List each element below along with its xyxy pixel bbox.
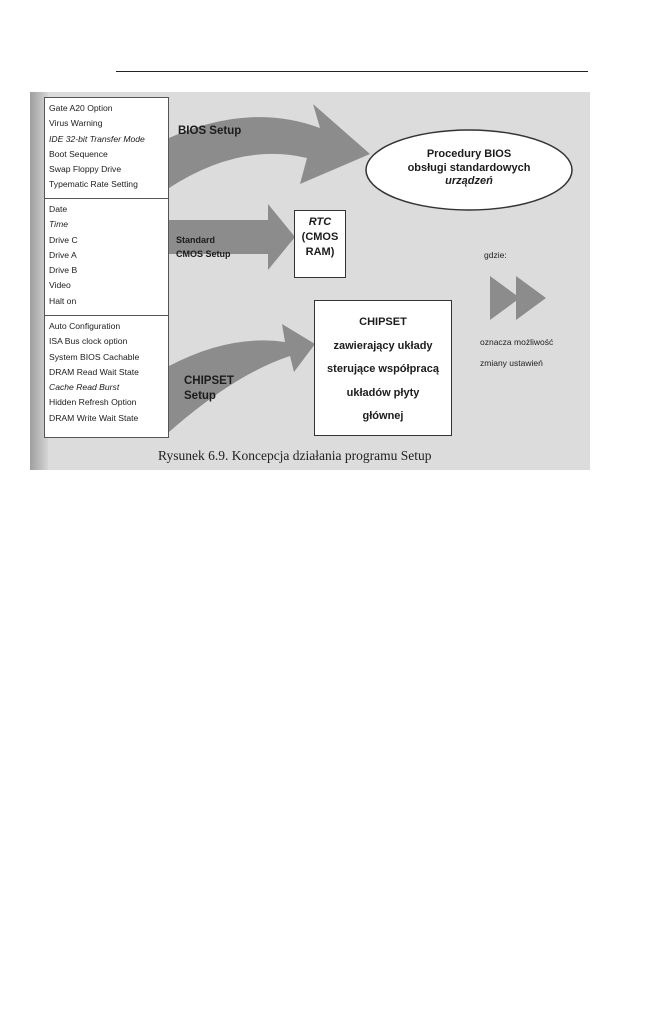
option-item: Auto Configuration	[49, 321, 121, 331]
chipset-box-line4: układów płyty	[346, 386, 420, 399]
legend-where-text: gdzie:	[484, 250, 507, 260]
legend-meaning-text: oznacza możliwość zmiany ustawień	[480, 332, 553, 374]
chipset-setup-label: CHIPSET Setup	[184, 374, 234, 404]
rtc-line1: RTC	[308, 216, 332, 228]
header-rule	[116, 71, 588, 72]
option-item: DRAM Read Wait State	[49, 366, 139, 377]
option-item: Cache Read Burst	[49, 382, 120, 393]
option-item: DRAM Write Wait State	[49, 412, 139, 423]
option-item: Swap Floppy Drive	[49, 164, 122, 175]
bios-procedures-line2: obsługi standardowych	[407, 161, 531, 174]
chipset-box-line1: CHIPSET	[359, 316, 407, 328]
bios-procedures-text: Procedury BIOS obsługi standardowych urz…	[366, 148, 572, 189]
cmos-options-panel: Date Time Drive C Drive A Drive B Video …	[44, 198, 169, 316]
standard-cmos-label-line2: CMOS Setup	[176, 249, 231, 259]
legend-meaning-line2: zmiany ustawień	[480, 358, 543, 368]
option-item: Video	[49, 280, 71, 291]
option-item: ISA Bus clock option	[49, 336, 128, 347]
chipset-box-line5: głównej	[362, 410, 404, 422]
rtc-line3: RAM)	[305, 246, 335, 258]
bios-procedures-line1: Procedury BIOS	[426, 148, 512, 160]
option-item: Drive C	[49, 234, 78, 245]
option-item: Halt on	[49, 295, 77, 306]
chipset-options-panel: Auto Configuration ISA Bus clock option …	[44, 315, 169, 438]
chipset-description-box: CHIPSET zawierający układy sterujące wsp…	[314, 300, 452, 436]
option-item: Gate A20 Option	[49, 103, 113, 113]
option-item: System BIOS Cachable	[49, 351, 140, 362]
option-item: Date	[49, 204, 68, 214]
standard-cmos-label: Standard CMOS Setup	[176, 233, 231, 261]
setup-concept-figure: Gate A20 Option Virus Warning IDE 32-bit…	[30, 92, 590, 470]
legend-meaning-line1: oznacza możliwość	[480, 337, 554, 347]
option-item: Time	[49, 219, 69, 230]
standard-cmos-arrow	[169, 204, 295, 270]
chipset-setup-label-line2: Setup	[184, 390, 216, 402]
option-item: Typematic Rate Setting	[49, 179, 138, 190]
option-item: Drive A	[49, 249, 77, 260]
chipset-setup-label-line1: CHIPSET	[184, 375, 234, 387]
option-item: Drive B	[49, 265, 78, 276]
bios-procedures-line3: urządzeń	[445, 175, 493, 187]
figure-caption: Rysunek 6.9. Koncepcja działania program…	[158, 448, 432, 463]
standard-cmos-label-line1: Standard	[176, 235, 216, 245]
bios-setup-arrow	[169, 104, 370, 188]
chipset-setup-arrow	[169, 324, 315, 432]
option-item: Hidden Refresh Option	[49, 397, 137, 408]
rtc-cmos-ram-box: RTC (CMOS RAM)	[294, 210, 346, 278]
rtc-line2: (CMOS	[301, 231, 339, 243]
arrows-layer	[169, 104, 573, 432]
bios-setup-label: BIOS Setup	[178, 125, 242, 137]
option-item: Boot Sequence	[49, 148, 108, 159]
chipset-box-line3: sterujące współpracą	[327, 363, 439, 375]
bios-options-panel: Gate A20 Option Virus Warning IDE 32-bit…	[44, 97, 169, 199]
bios-procedures-ellipse	[365, 129, 573, 211]
option-item: IDE 32-bit Transfer Mode	[49, 133, 145, 144]
legend-double-arrow-icon	[490, 276, 546, 320]
option-item: Virus Warning	[49, 118, 103, 129]
chipset-box-line2: zawierający układy	[333, 339, 433, 352]
